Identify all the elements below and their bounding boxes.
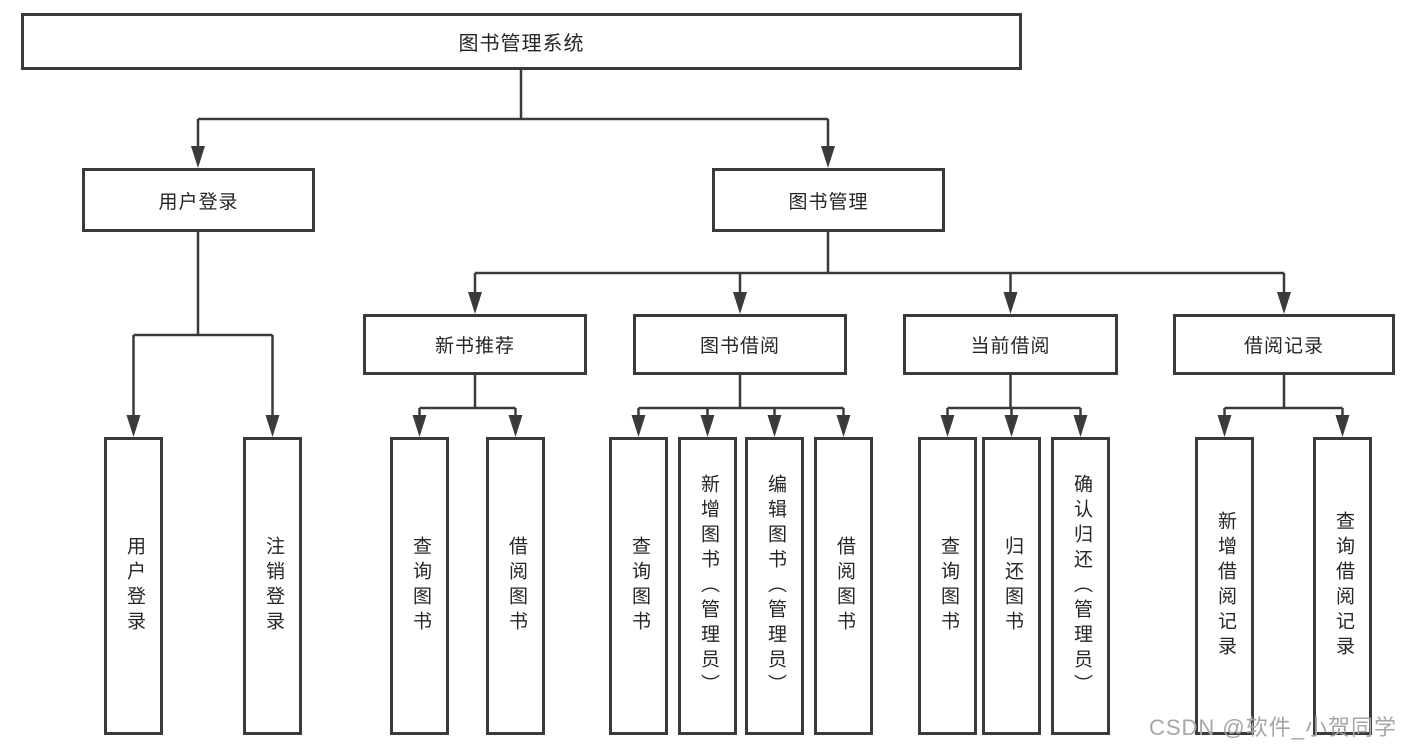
leaf-label: 新增借阅记录 xyxy=(1214,511,1236,661)
leaf-label: 注销登录 xyxy=(262,536,284,636)
leaf-query-books-current: 查询图书 xyxy=(918,437,977,735)
leaf-add-book-admin: 新增图书（管理员） xyxy=(678,437,737,735)
leaf-user-login: 用户登录 xyxy=(104,437,163,735)
leaf-label: 新增图书（管理员） xyxy=(697,473,719,699)
leaf-label: 用户登录 xyxy=(123,536,145,636)
leaf-label: 查询图书 xyxy=(937,536,959,636)
node-current-borrow: 当前借阅 xyxy=(903,314,1118,375)
node-label: 新书推荐 xyxy=(434,336,515,357)
node-label: 图书管理系统 xyxy=(458,33,585,55)
leaf-confirm-return-admin: 确认归还（管理员） xyxy=(1051,437,1110,735)
leaf-query-books-recommend: 查询图书 xyxy=(390,437,449,735)
leaf-label: 确认归还（管理员） xyxy=(1070,473,1092,699)
leaf-logout: 注销登录 xyxy=(243,437,302,735)
node-label: 用户登录 xyxy=(158,191,239,213)
leaf-edit-book-admin: 编辑图书（管理员） xyxy=(745,437,804,735)
node-book-management-branch: 图书管理 xyxy=(712,168,945,232)
leaf-label: 查询图书 xyxy=(628,536,650,636)
leaf-add-borrow-record: 新增借阅记录 xyxy=(1195,437,1254,735)
node-label: 图书管理 xyxy=(788,191,869,213)
leaf-label: 借阅图书 xyxy=(833,536,855,636)
leaf-label: 查询借阅记录 xyxy=(1332,511,1354,661)
node-new-book-recommend: 新书推荐 xyxy=(363,314,587,375)
node-label: 图书借阅 xyxy=(699,336,780,357)
leaf-label: 编辑图书（管理员） xyxy=(764,473,786,699)
node-label: 借阅记录 xyxy=(1243,336,1324,357)
arrowhead-icons xyxy=(126,146,1350,437)
leaf-label: 借阅图书 xyxy=(505,536,527,636)
leaf-label: 查询图书 xyxy=(409,536,431,636)
node-label: 当前借阅 xyxy=(970,336,1051,357)
node-user-login-branch: 用户登录 xyxy=(82,168,315,232)
node-borrow-records: 借阅记录 xyxy=(1173,314,1395,375)
leaf-query-borrow-record: 查询借阅记录 xyxy=(1313,437,1372,735)
csdn-watermark: CSDN @软件_小贺同学 xyxy=(1148,715,1397,740)
leaf-borrow-books: 借阅图书 xyxy=(814,437,873,735)
leaf-borrow-books-recommend: 借阅图书 xyxy=(486,437,545,735)
leaf-label: 归还图书 xyxy=(1001,536,1023,636)
node-library-system: 图书管理系统 xyxy=(21,13,1022,70)
leaf-query-books-borrow: 查询图书 xyxy=(609,437,668,735)
node-book-borrow: 图书借阅 xyxy=(633,314,847,375)
leaf-return-book: 归还图书 xyxy=(982,437,1041,735)
